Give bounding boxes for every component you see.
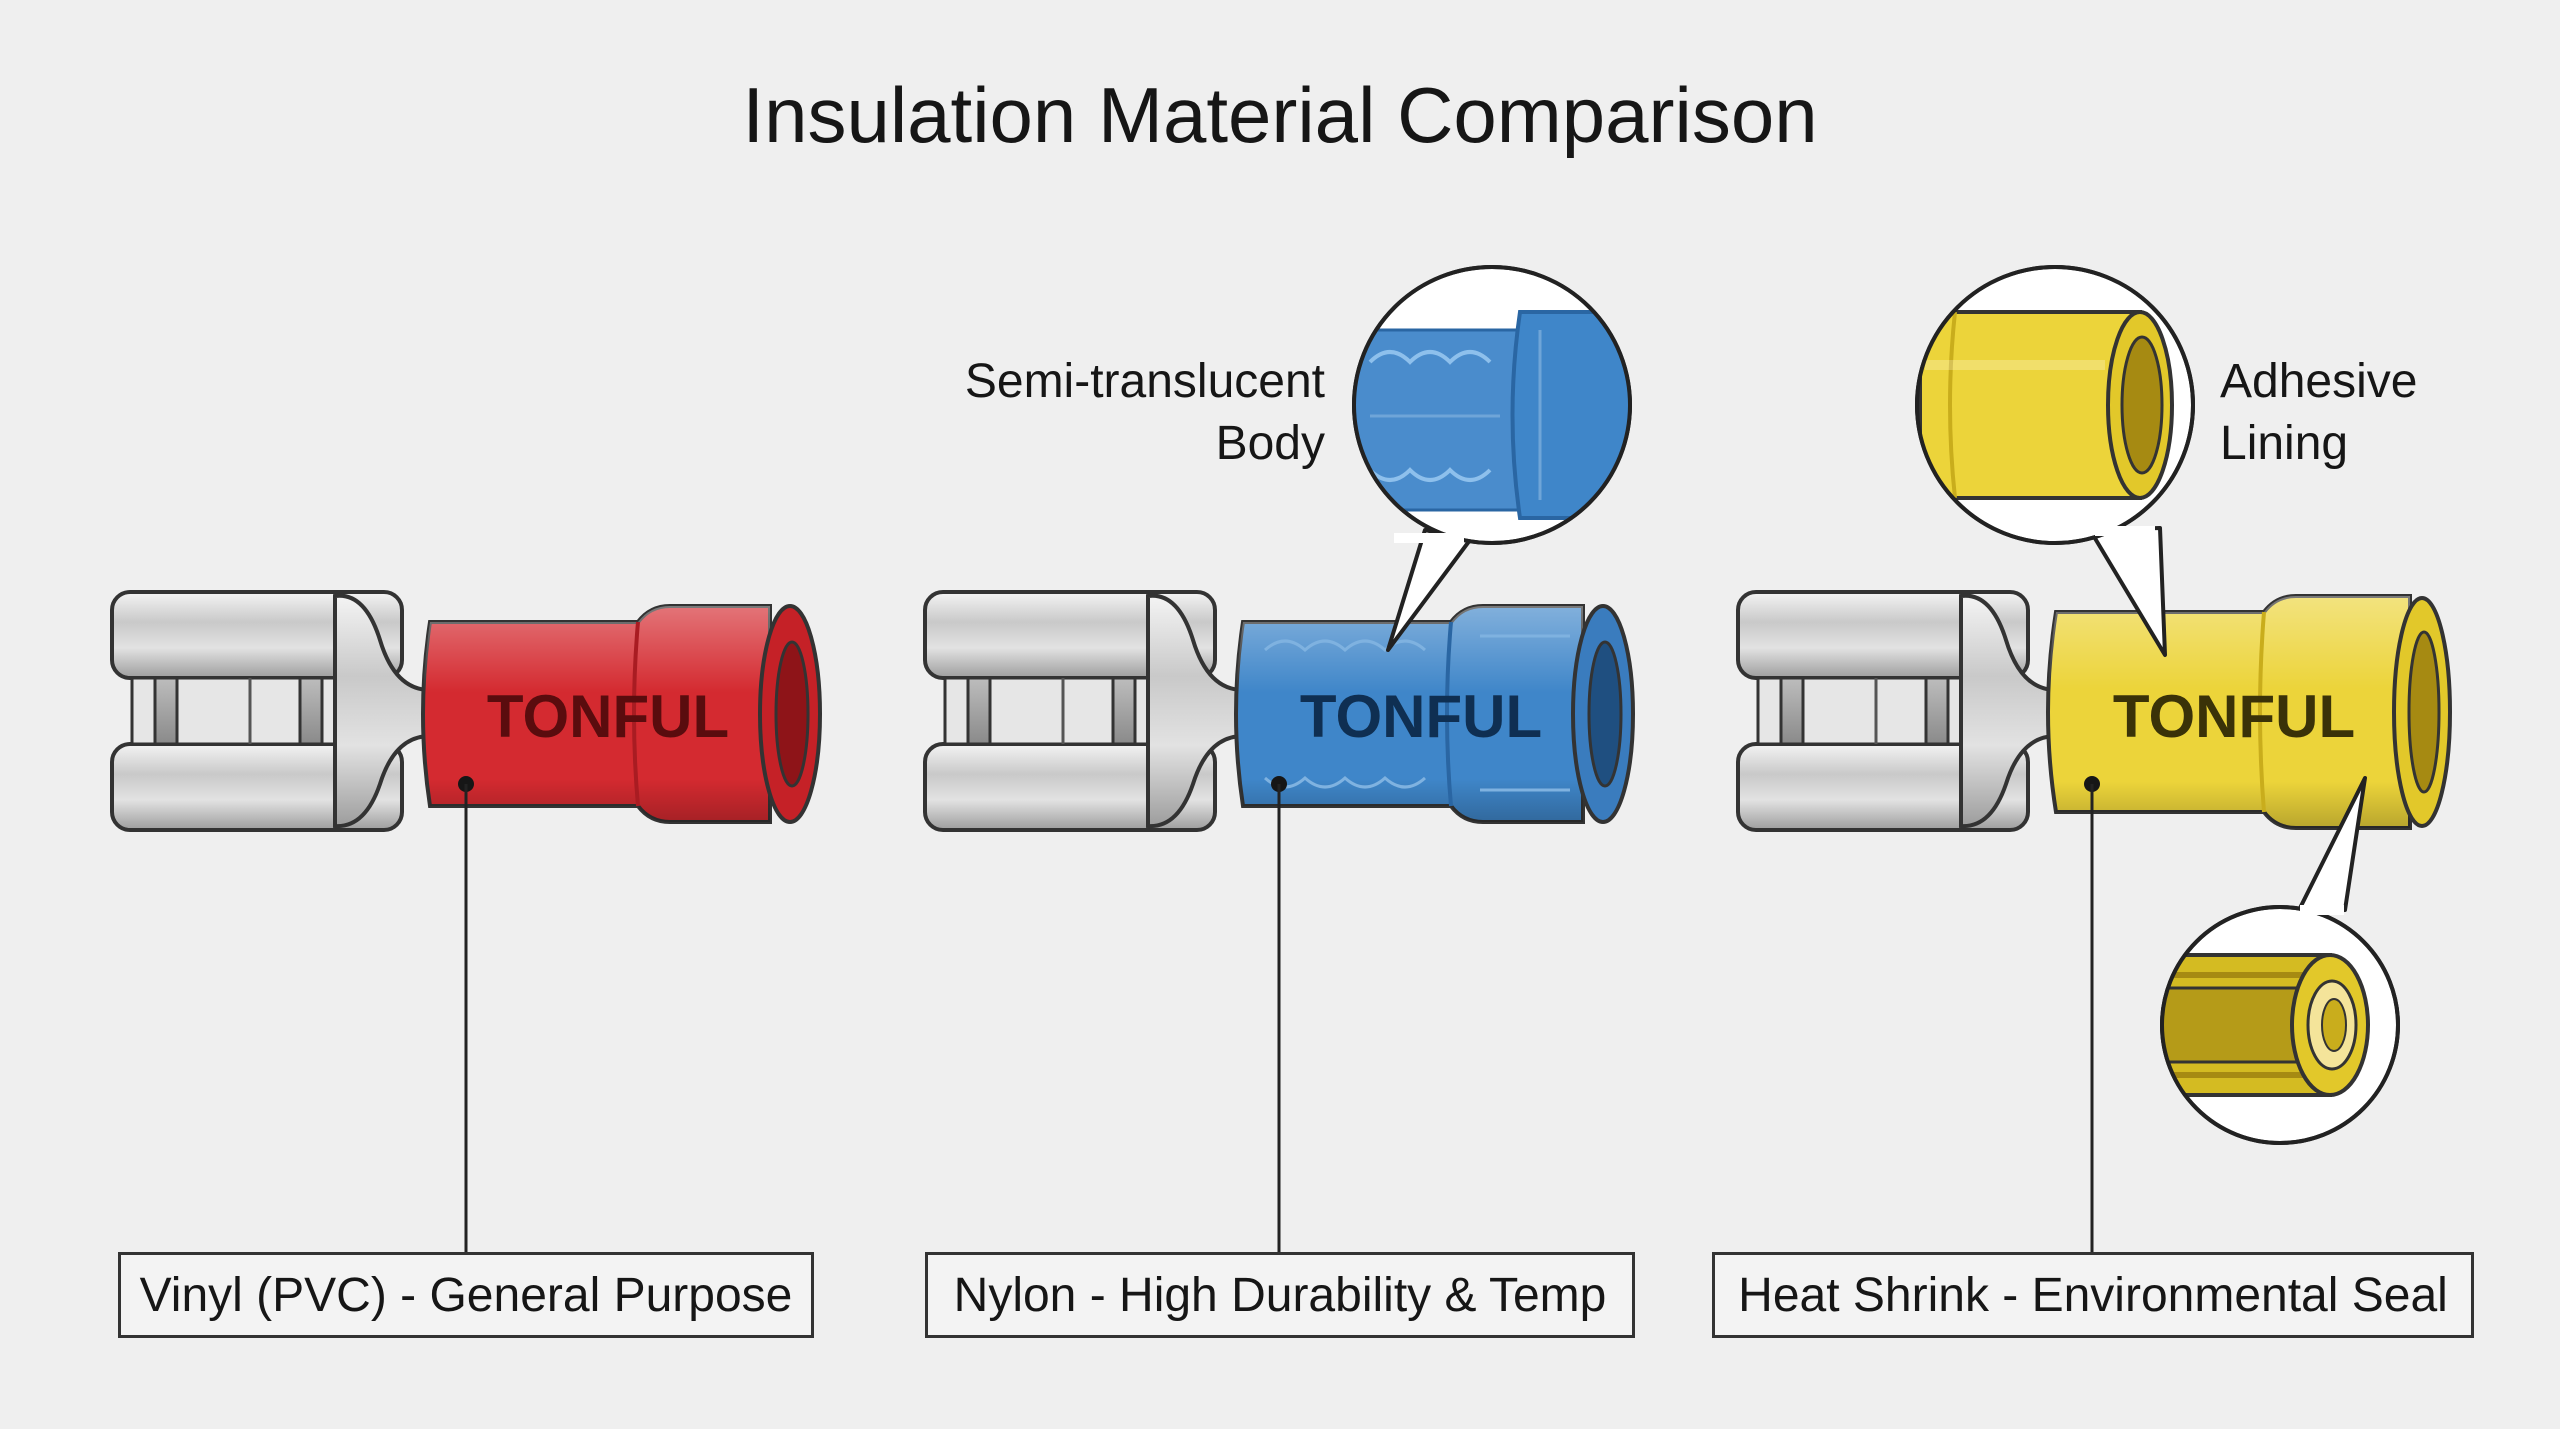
heat-shrink-label-box: Heat Shrink - Environmental Seal [1712, 1252, 2474, 1338]
adhesive-magnifier-callout [1915, 265, 2195, 657]
nylon-callout-line2: Body [1216, 417, 1325, 470]
nylon-metal-fork [923, 590, 1245, 832]
heat-shrink-insulation-sleeve [2046, 594, 2452, 830]
heat-shrink-metal-fork [1736, 590, 2058, 832]
nylon-insulation-sleeve [1234, 604, 1635, 824]
nylon-label-box: Nylon - High Durability & Temp [925, 1252, 1635, 1338]
vinyl-terminal: TONFUL [110, 590, 822, 1252]
diagram-title: Insulation Material Comparison [742, 71, 1818, 159]
nylon-magnifier-callout [1352, 265, 1632, 652]
vinyl-label-text: Vinyl (PVC) - General Purpose [139, 1268, 793, 1322]
adhesive-callout-line2: Lining [2220, 417, 2348, 470]
heat-shrink-terminal: TONFUL Adhesive Lining [1736, 265, 2452, 1252]
nylon-label-text: Nylon - High Durability & Temp [953, 1268, 1607, 1322]
vinyl-label-box: Vinyl (PVC) - General Purpose [118, 1252, 814, 1338]
nylon-terminal: TONFUL Semi-translucent Body [923, 265, 1635, 1252]
vinyl-insulation-sleeve [421, 604, 822, 824]
heat-shrink-label-text: Heat Shrink - Environmental Seal [1738, 1268, 2448, 1322]
vinyl-metal-fork [110, 590, 432, 832]
lining-cross-section-magnifier [2160, 776, 2400, 1145]
heat-shrink-brand-text: TONFUL [2113, 683, 2355, 750]
nylon-callout-line1: Semi-translucent [965, 355, 1325, 408]
vinyl-brand-text: TONFUL [487, 683, 729, 750]
adhesive-callout-line1: Adhesive [2220, 355, 2417, 408]
nylon-brand-text: TONFUL [1300, 683, 1542, 750]
